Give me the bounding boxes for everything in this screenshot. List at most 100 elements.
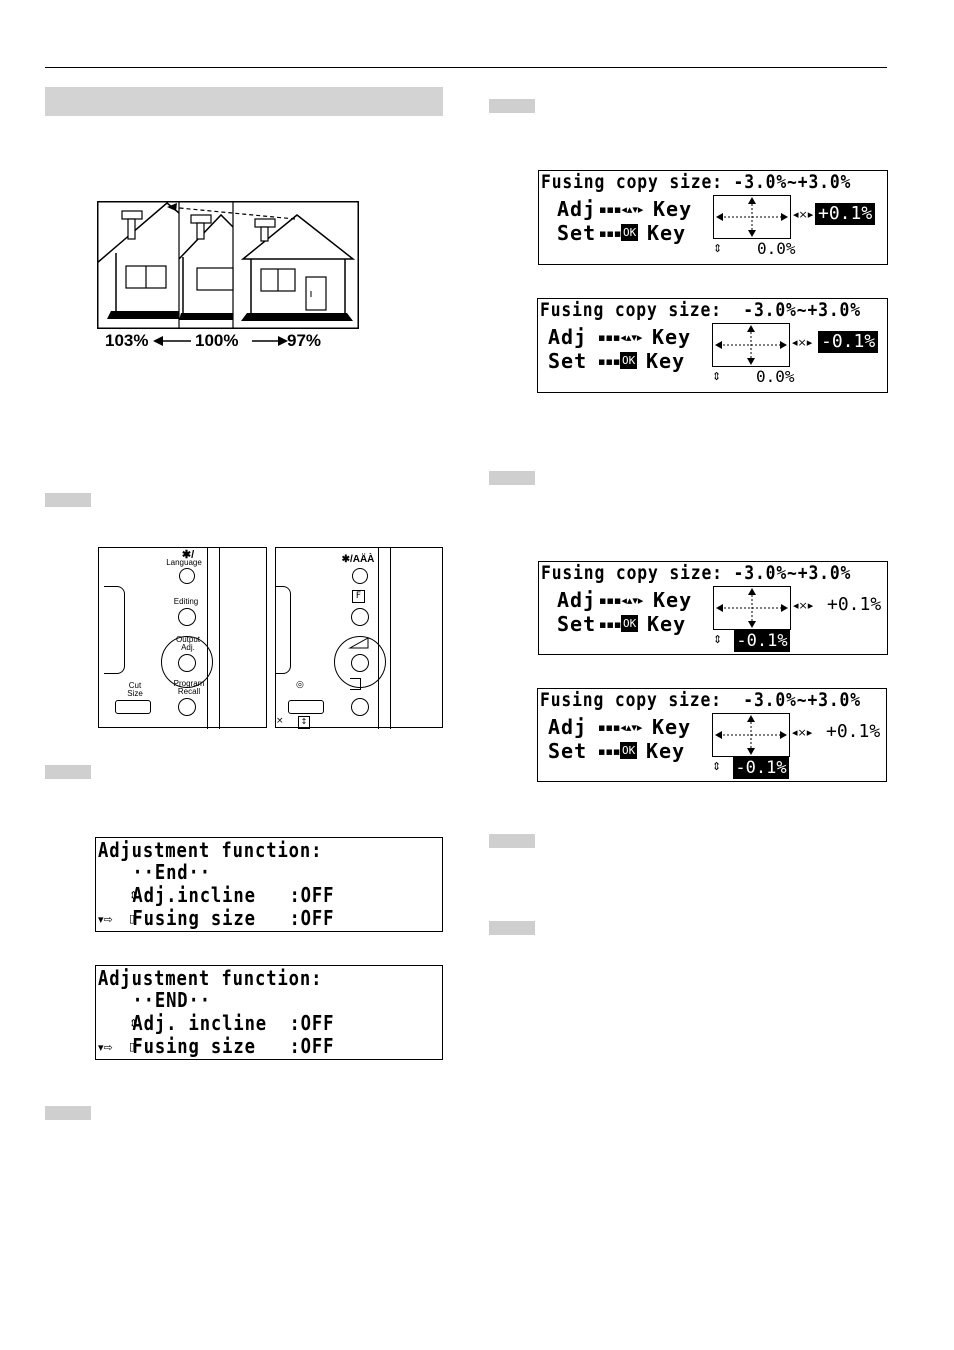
cross-arrows-icon — [715, 325, 787, 365]
program-recall-key[interactable] — [178, 698, 196, 716]
horizontal-value: +0.1% — [826, 721, 881, 742]
set-dots-icon: ▪▪▪ — [599, 227, 622, 240]
key-label: Key — [652, 715, 692, 739]
output-adj-highlight-circle — [161, 636, 213, 688]
lcd-title: Adjustment function: — [98, 966, 323, 990]
horizontal-value: -0.1% — [818, 331, 879, 353]
size-key[interactable] — [288, 700, 324, 714]
key-label: Key — [647, 221, 687, 245]
vertical-value: -0.1% — [733, 757, 789, 779]
language-key[interactable] — [179, 568, 195, 584]
step-marker — [489, 99, 535, 113]
house-medium — [178, 213, 234, 320]
set-label: Set — [557, 612, 597, 636]
set-label: Set — [557, 221, 597, 245]
cross-arrows-icon — [716, 588, 788, 628]
output-adj-key[interactable] — [178, 654, 196, 672]
key-label: Key — [653, 197, 693, 221]
cross-arrows-icon — [715, 715, 787, 755]
corner-icon — [350, 678, 361, 690]
ok-key-icon: OK — [621, 224, 639, 241]
fusing-size-screen-3: Fusing copy size: -3.0%~+3.0% Adj ▪▪▪◂▴▾… — [538, 561, 888, 655]
label-103: 103% — [105, 331, 149, 350]
star-symbol: ✱/ — [181, 549, 195, 561]
key-label: Key — [646, 349, 686, 373]
set-label: Set — [548, 739, 588, 763]
output-adj-key[interactable] — [351, 654, 369, 672]
step-marker — [45, 1106, 91, 1120]
step-marker — [489, 471, 535, 485]
horizontal-value: +0.1% — [815, 203, 876, 225]
vertical-value: -0.1% — [734, 630, 790, 652]
lcd-title: Adjustment function: — [98, 838, 323, 862]
step-marker — [489, 921, 535, 935]
adj-label: Adj — [557, 588, 597, 612]
adjust-arrows-icon: ▪▪▪◂▴▾▸ — [599, 594, 644, 607]
house-size-diagram — [96, 201, 359, 329]
adj-label: Adj — [557, 197, 597, 221]
panel-display-edge — [276, 586, 291, 674]
language-key[interactable] — [352, 568, 368, 584]
lcd-line-fusing: Fusing size :OFF — [110, 906, 335, 930]
incline-icon: ⇕ — [129, 889, 139, 902]
horizontal-indicator-icon: ◂×▸ — [792, 726, 813, 739]
incline-icon: ⇕ — [129, 1017, 139, 1030]
ok-key-icon: OK — [620, 742, 638, 759]
house-small — [240, 214, 356, 321]
operation-panel-left: ✱/ Language Editing Output Adj. Cut Size… — [98, 547, 267, 729]
horizontal-indicator-icon: ◂×▸ — [792, 336, 813, 349]
bind-icon: ◎ — [296, 680, 304, 690]
editing-key[interactable] — [178, 608, 196, 626]
adjust-arrows-icon: ▪▪▪◂▴▾▸ — [598, 721, 643, 734]
lcd-line-end: ··END·· — [110, 988, 211, 1012]
cursor-arrow-icon: ▾⇨ — [98, 1041, 113, 1054]
houses-illustration — [96, 201, 359, 329]
lcd-title: Fusing copy size: -3.0%~+3.0% — [540, 689, 861, 711]
vertical-indicator-icon: ⇕ — [712, 760, 722, 773]
ok-key-icon: OK — [621, 615, 639, 632]
lcd-line-incline: Adj.incline :OFF — [110, 883, 335, 907]
cursor-arrow-icon: ▾⇨ — [98, 913, 113, 926]
key-label: Key — [653, 588, 693, 612]
house-large — [96, 202, 180, 319]
step-marker — [45, 765, 91, 779]
program-key[interactable] — [351, 698, 369, 716]
operation-panel-right: ✱/AÄÀ F ◎ ↕ × — [275, 547, 443, 729]
star-language-label: ✱/AÄÀ — [341, 554, 375, 565]
adjustment-function-screen-2: Adjustment function: ··END·· ⇕ Adj. incl… — [95, 965, 443, 1060]
horizontal-indicator-icon: ◂×▸ — [793, 599, 814, 612]
left-arrow-icon — [153, 336, 191, 346]
label-97: 97% — [287, 331, 322, 350]
vertical-indicator-icon: ⇕ — [713, 242, 723, 255]
lcd-line-fusing: Fusing size :OFF — [110, 1034, 335, 1058]
step-marker — [45, 493, 91, 507]
step-marker — [489, 834, 535, 848]
horizontal-indicator-icon: ◂×▸ — [793, 208, 814, 221]
language-label: Language — [166, 558, 202, 567]
adj-label: Adj — [548, 715, 588, 739]
adjust-arrows-icon: ▪▪▪◂▴▾▸ — [598, 331, 643, 344]
direction-arrows-box — [712, 713, 790, 757]
direction-arrows-box — [713, 195, 791, 239]
lcd-title: Fusing copy size: -3.0%~+3.0% — [541, 171, 852, 193]
key-label: Key — [646, 739, 686, 763]
cut-size-key[interactable] — [115, 700, 151, 714]
f-label: F — [352, 590, 365, 603]
key-label: Key — [652, 325, 692, 349]
program-recall-label: Program Recall — [173, 679, 205, 696]
lcd-line-end: ··End·· — [110, 860, 211, 884]
editing-label: Editing — [173, 597, 199, 606]
top-rule — [45, 67, 887, 68]
vertical-value: 0.0% — [757, 239, 796, 258]
cut-size-label: Cut Size — [127, 681, 143, 698]
set-dots-icon: ▪▪▪ — [598, 745, 621, 758]
label-100: 100% — [195, 331, 239, 350]
ok-key-icon: OK — [620, 352, 638, 369]
function-key[interactable] — [351, 608, 369, 626]
cross-arrows-icon — [716, 197, 788, 237]
vertical-arrows-icon: ↕ — [298, 716, 310, 729]
vertical-indicator-icon: ⇕ — [712, 370, 722, 383]
fusing-size-screen-2: Fusing copy size: -3.0%~+3.0% Adj ▪▪▪◂▴▾… — [537, 298, 888, 393]
fusing-icon: ▯ — [129, 912, 136, 925]
fusing-icon: ▯ — [129, 1040, 136, 1053]
